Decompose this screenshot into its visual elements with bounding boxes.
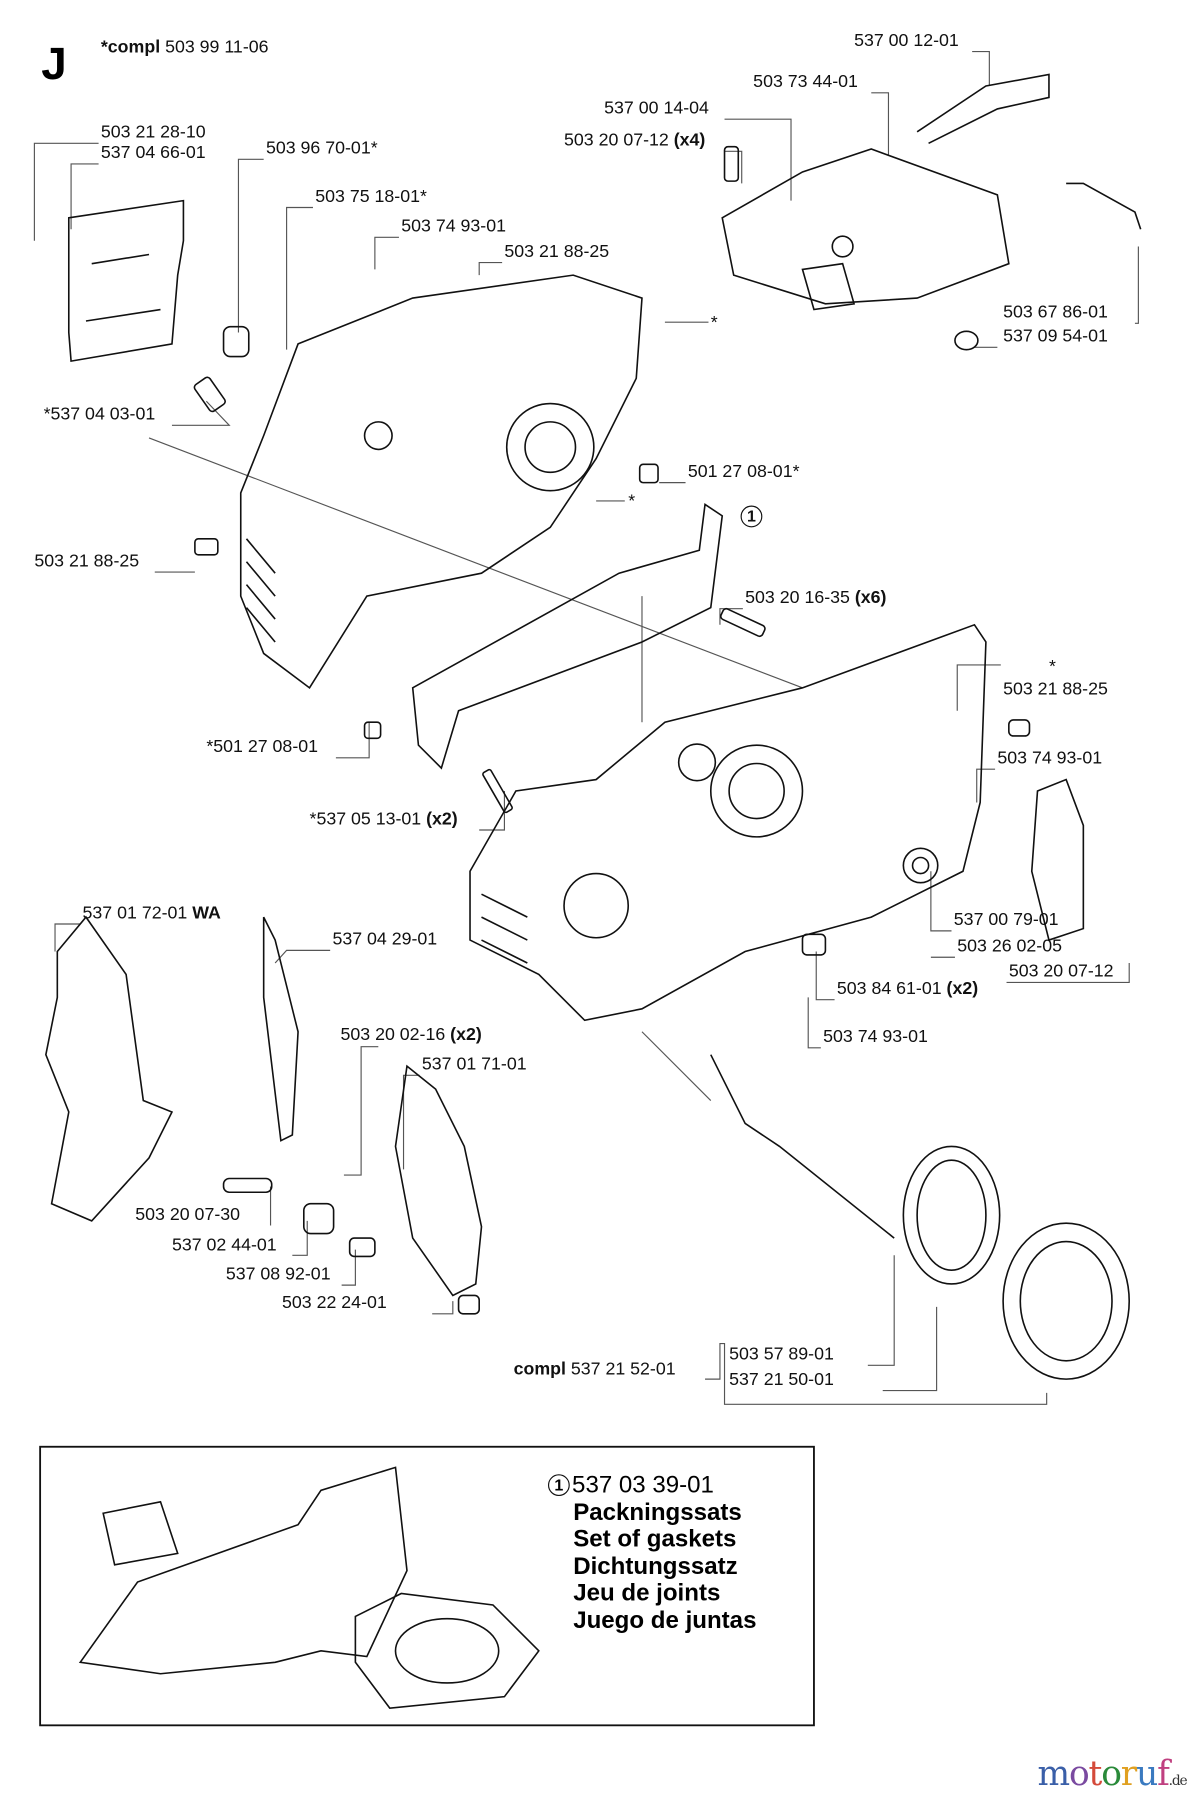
callout: 537 01 71-01 [421, 1054, 527, 1075]
asterisk-note: * [1048, 656, 1056, 677]
callout: 503 21 88-25 [504, 241, 610, 262]
callout: 503 20 07-12 [1008, 961, 1114, 982]
callout: 503 20 07-30 [135, 1204, 241, 1225]
fasteners [193, 145, 1031, 1315]
callout: 503 21 88-25 [1003, 679, 1108, 700]
callout: 537 04 29-01 [332, 929, 438, 950]
callout: 503 84 61-01 (x2) [836, 979, 979, 999]
legend-marker: 1 [547, 1474, 570, 1497]
legend-description: Jeu de joints [573, 1579, 721, 1607]
plate-strip [262, 916, 299, 1142]
callout: 537 02 44-01 [171, 1235, 277, 1256]
chain-guide-plate [67, 199, 185, 363]
legend-description: Set of gaskets [573, 1525, 737, 1553]
callout: 501 27 08-01* [687, 461, 800, 482]
asterisk-note: * [628, 491, 636, 512]
callout: 503 26 02-05 [957, 936, 1062, 957]
callout: 537 00 14-04 [604, 98, 709, 119]
inset-gasket-b [78, 1466, 408, 1675]
legend-part-number: 537 03 39-01 [572, 1471, 714, 1499]
inset-box [39, 1445, 815, 1727]
oil-cap [1002, 1222, 1131, 1380]
seal-ring [902, 1145, 1001, 1285]
header-prefix: *compl [100, 37, 161, 58]
callout: 503 74 93-01 [401, 216, 506, 237]
gasket-marker: 1 [740, 505, 765, 530]
callout: 503 96 70-01* [265, 138, 378, 159]
callout: 503 75 18-01* [315, 186, 427, 207]
callout: 503 74 93-01 [997, 748, 1103, 769]
callout: 503 20 07-12 (x4) [564, 130, 706, 151]
callout: 537 09 54-01 [1003, 326, 1108, 347]
inset-gasket-c [354, 1592, 540, 1709]
watermark-logo: motoruf.de [1037, 1753, 1187, 1795]
legend-description: Dichtungssatz [573, 1552, 738, 1580]
legend-description: Packningssats [573, 1498, 742, 1526]
callout: 503 21 88-25 [34, 551, 140, 571]
callout: *537 05 13-01 (x2) [309, 809, 458, 829]
callout: 503 74 93-01 [823, 1027, 928, 1047]
callout: 503 20 16-35 (x6) [745, 588, 887, 608]
callout: 503 21 28-10 [100, 122, 206, 143]
hose [1066, 182, 1142, 230]
callout: 503 57 89-01 [729, 1344, 834, 1365]
header-part-number: 503 99 11-06 [165, 37, 269, 58]
legend-description: Juego de juntas [573, 1606, 757, 1634]
callout: 537 08 92-01 [225, 1264, 331, 1284]
oil-pickup [710, 1054, 895, 1239]
right-crankcase [469, 623, 987, 1022]
tank-cover [721, 148, 1010, 305]
callout: 537 04 66-01 [100, 143, 206, 163]
callout: compl 537 21 52-01 [513, 1359, 676, 1380]
callout: 503 67 86-01 [1003, 302, 1108, 323]
leader-lines [33, 51, 1139, 1405]
callout: 537 00 12-01 [854, 30, 959, 51]
callout: 537 00 79-01 [953, 910, 1059, 930]
assembly-header: *compl 503 99 11-06 [101, 38, 269, 59]
callout: 503 20 02-16 (x2) [340, 1024, 482, 1045]
callout: *501 27 08-01 [206, 737, 319, 757]
callout: *537 04 03-01 [43, 404, 156, 425]
bracket [394, 1064, 483, 1297]
gasket [411, 503, 724, 770]
callout: 537 01 72-01 WA [82, 903, 221, 923]
callout: 503 22 24-01 [282, 1293, 387, 1313]
callout: 503 73 44-01 [753, 72, 858, 92]
left-crankcase [239, 274, 643, 690]
section-letter: J [41, 38, 67, 90]
side-plate [45, 915, 174, 1222]
callout: 537 21 50-01 [729, 1369, 834, 1390]
chain-cover-small [1030, 778, 1085, 942]
asterisk-note: * [710, 312, 718, 333]
throttle-link [916, 73, 1050, 145]
inset-gasket-a [102, 1500, 179, 1566]
